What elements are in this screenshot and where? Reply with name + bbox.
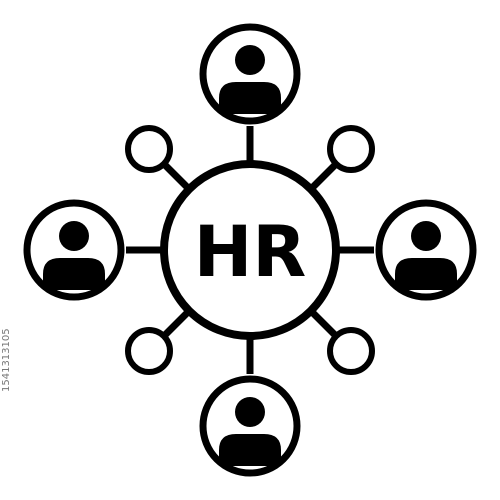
connector-bottom-right [310, 310, 340, 340]
node-bottom-right [327, 327, 375, 375]
person-head-icon [235, 45, 265, 75]
person-head-icon [59, 221, 89, 251]
person-node-top [199, 23, 301, 125]
hub-label: HR [194, 211, 307, 293]
person-body-icon [395, 258, 457, 290]
small-nodes [125, 125, 375, 375]
watermark-id: 1541313105 [1, 328, 12, 392]
person-node-left [23, 199, 125, 301]
connector-top-right [310, 160, 340, 190]
person-node-right [375, 199, 477, 301]
person-body-icon [43, 258, 105, 290]
person-node-bottom [199, 375, 301, 477]
connector-bottom-left [160, 310, 190, 340]
node-bottom-left [125, 327, 173, 375]
person-head-icon [235, 397, 265, 427]
person-head-icon [411, 221, 441, 251]
person-body-icon [219, 82, 281, 114]
node-top-left [125, 125, 173, 173]
person-body-icon [219, 434, 281, 466]
connector-lines [126, 126, 374, 374]
node-top-right [327, 125, 375, 173]
connector-top-left [160, 160, 190, 190]
hub-circle [160, 160, 340, 340]
